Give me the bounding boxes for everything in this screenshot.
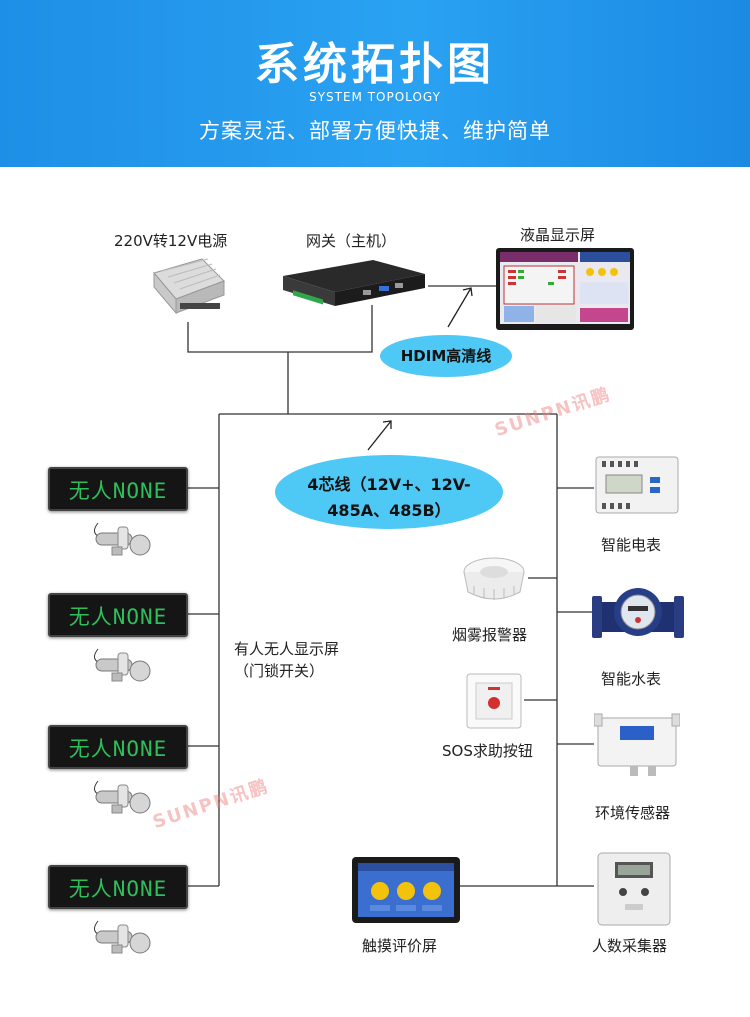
smart-water-meter-label: 智能水表 <box>601 670 662 688</box>
sos-button-label: SOS求助按钮 <box>442 742 533 760</box>
touch-evaluation-screen-label: 触摸评价屏 <box>362 937 438 955</box>
page-tagline: 方案灵活、部署方便快捷、维护简单 <box>199 119 551 143</box>
occupancy-display-label: 有人无人显示屏 <box>234 640 340 658</box>
occupancy-display-4: 无人NONE <box>48 865 188 909</box>
door-lock-switch-icon <box>88 911 158 957</box>
cable-spec-line1: 4芯线（12V+、12V- <box>307 475 471 494</box>
page-subtitle: SYSTEM TOPOLOGY <box>309 90 441 104</box>
sos-button-icon <box>466 673 522 729</box>
door-lock-switch-icon <box>88 771 158 817</box>
gateway-label: 网关（主机） <box>306 232 397 250</box>
smart-meter-label: 智能电表 <box>601 536 662 554</box>
smart-water-meter-icon <box>592 582 684 646</box>
smoke-detector-label: 烟雾报警器 <box>452 626 528 644</box>
touch-evaluation-screen-icon <box>352 857 460 923</box>
four-core-cable-bubble: 4芯线（12V+、12V- 485A、485B） <box>275 455 503 529</box>
env-sensor-label: 环境传感器 <box>595 804 671 822</box>
occupancy-display-sublabel: （门锁开关） <box>234 662 325 680</box>
wire-gateway <box>288 305 373 353</box>
smart-meter-icon <box>594 455 680 515</box>
header-banner: 系统拓扑图 SYSTEM TOPOLOGY 方案灵活、部署方便快捷、维护简单 <box>0 0 750 167</box>
occupancy-display-3: 无人NONE <box>48 725 188 769</box>
people-counter-label: 人数采集器 <box>592 937 668 955</box>
cable-spec-line2: 485A、485B） <box>327 501 451 520</box>
door-lock-switch-icon <box>88 513 158 559</box>
lcd-label: 液晶显示屏 <box>520 226 596 244</box>
env-sensor-icon <box>593 712 681 784</box>
gateway-icon <box>279 256 429 308</box>
occupancy-display-1: 无人NONE <box>48 467 188 511</box>
page-title: 系统拓扑图 <box>255 39 495 90</box>
hdmi-cable-bubble: HDIM高清线 <box>380 335 512 377</box>
lcd-screen-icon <box>496 248 634 330</box>
wire-power <box>187 322 288 353</box>
smoke-detector-icon <box>460 552 528 608</box>
door-lock-switch-icon <box>88 639 158 685</box>
power-supply-label: 220V转12V电源 <box>114 232 228 250</box>
people-counter-icon <box>597 852 671 926</box>
arrow-hdmi <box>447 287 472 328</box>
power-supply-icon <box>150 255 226 317</box>
arrow-cable <box>367 420 392 451</box>
occupancy-display-2: 无人NONE <box>48 593 188 637</box>
